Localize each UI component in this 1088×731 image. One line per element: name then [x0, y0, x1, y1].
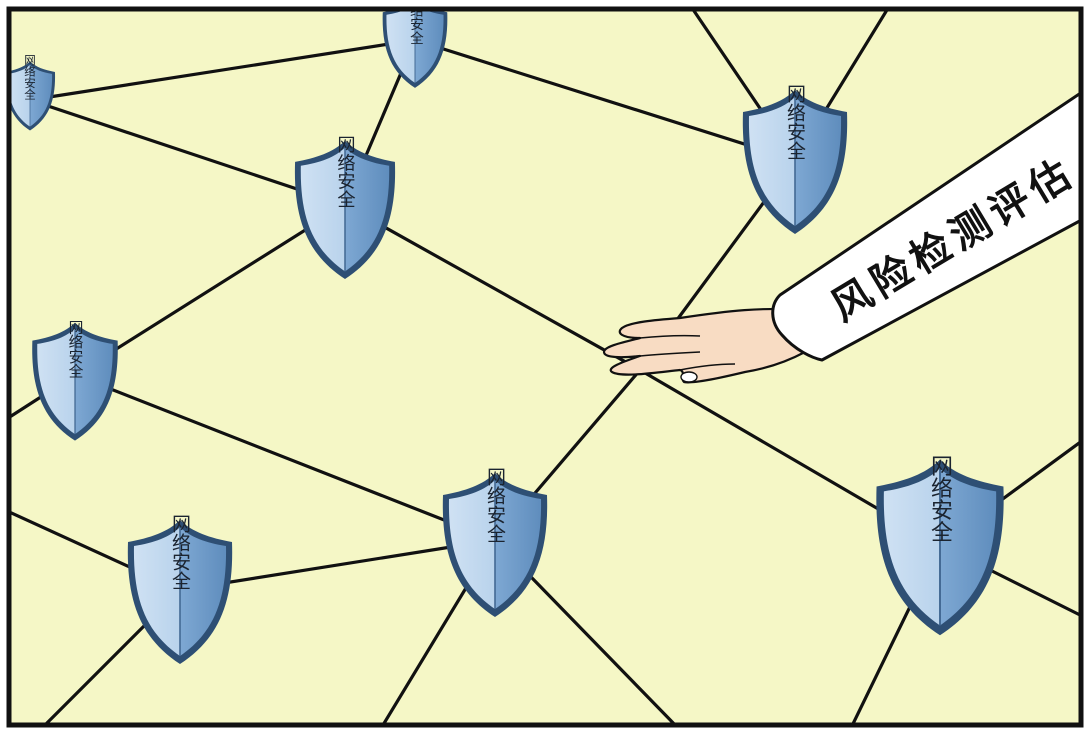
network-security-shield: 网络安全 [127, 514, 233, 665]
network-line [413, 38, 797, 162]
network-security-shield: 网络安全 [31, 319, 119, 442]
shield-label: 网络安全 [784, 84, 806, 160]
shield-label: 网络安全 [484, 467, 506, 543]
shield-label: 网络安全 [928, 455, 953, 543]
network-line [28, 98, 347, 207]
network-security-shield: 网络安全 [442, 467, 548, 618]
hand [602, 308, 807, 384]
network-security-shield: 网络安全 [742, 84, 848, 235]
network-line [178, 538, 497, 592]
network-security-shield: 网络安全 [875, 455, 1005, 637]
network-security-shield: 网络安全 [382, 0, 448, 89]
shields: 网络安全 网络安全 网络安全 网络安全 网络安全 网络安全 [9, 0, 1005, 665]
shield-label: 网络安全 [23, 54, 37, 100]
network-security-shield: 网络安全 [294, 135, 396, 280]
network-line [73, 203, 347, 377]
network-line [73, 373, 497, 542]
sleeve [771, 90, 1081, 362]
panel-frame [6, 6, 1084, 728]
shield-label: 网络安全 [407, 0, 424, 44]
network-security-shield: 网络安全 [9, 54, 56, 131]
network-line [343, 203, 642, 372]
shield-label: 网络安全 [335, 135, 356, 208]
network-line [28, 38, 417, 102]
shield-label: 网络安全 [169, 514, 191, 590]
shield-label: 网络安全 [67, 319, 84, 378]
